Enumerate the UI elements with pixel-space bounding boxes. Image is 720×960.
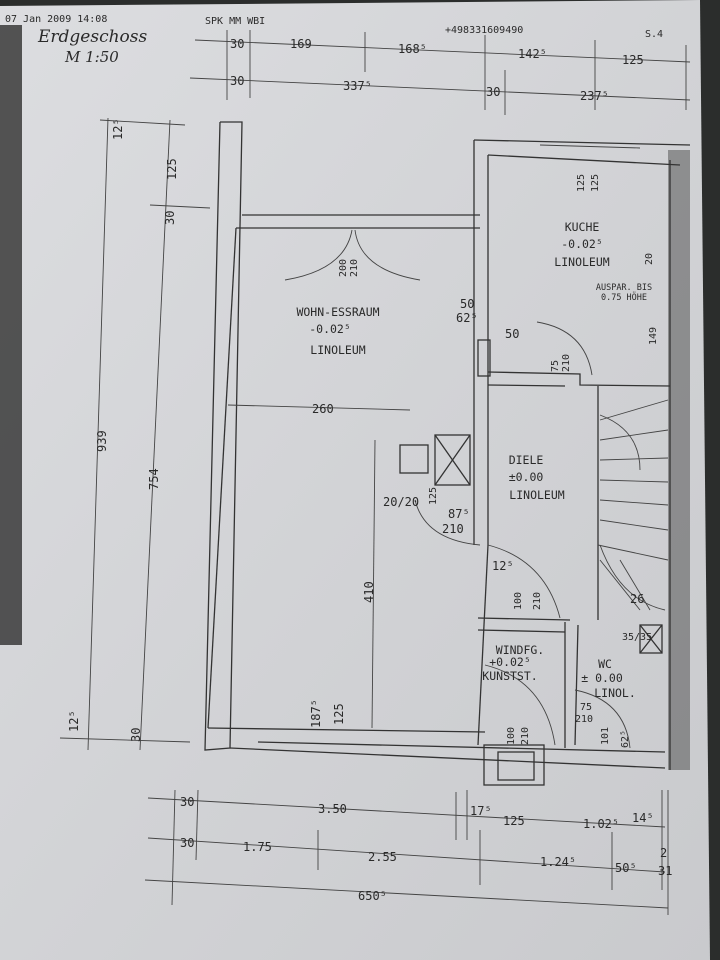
- fax-edge-right: [668, 150, 690, 770]
- dim: 210: [442, 522, 464, 536]
- dim-top-2: 169: [290, 37, 312, 51]
- fax-datetime: 07 Jan 2009 14:08: [5, 14, 107, 25]
- room-floor: LINOLEUM: [509, 488, 564, 502]
- dim: 87⁵: [448, 507, 470, 521]
- dim: 210: [532, 592, 543, 610]
- dim-left-4: 939: [95, 430, 109, 452]
- dim: 75: [550, 360, 561, 372]
- room-windfang: WINDFG. +0.02⁵ KUNSTST.: [482, 643, 544, 683]
- dim: 125: [428, 487, 439, 505]
- dim-bottom-4: 125: [503, 814, 525, 828]
- interior-dimensions: 260 410 187⁵ 125 200 210 50 62⁵ 50 75 21…: [309, 174, 659, 748]
- dim-total-width: 650⁵: [358, 889, 387, 903]
- dim-bottom-2: 3.50: [318, 802, 347, 816]
- dim-bottom-7: 30: [180, 836, 194, 850]
- dim: 62⁵: [620, 730, 631, 748]
- dim: 125: [576, 174, 587, 192]
- top-dimension-lines: [189, 30, 691, 115]
- dim: 20: [644, 253, 655, 265]
- room-floor: KUNSTST.: [482, 669, 537, 683]
- dim-top-1: 30: [230, 37, 244, 51]
- room-wc: WC ± 0.00 LINOL.: [581, 657, 636, 700]
- dim: 125: [590, 174, 601, 192]
- dim-top-9: 237⁵: [580, 89, 609, 103]
- dim: 26: [630, 592, 644, 606]
- room-floor: LINOLEUM: [310, 343, 365, 357]
- dim: 200: [338, 259, 349, 277]
- dim: 149: [648, 327, 659, 345]
- dim: 210: [349, 259, 360, 277]
- room-name: KUCHE: [565, 220, 600, 234]
- room-name: WC: [598, 657, 612, 671]
- floor-title: Erdgeschoss: [37, 27, 148, 47]
- dim: 62⁵: [456, 311, 478, 325]
- left-dimension-lines: [59, 117, 211, 751]
- room-name: DIELE: [509, 453, 544, 467]
- room-wohn-essraum: WOHN-ESSRAUM -0.02⁵ LINOLEUM: [296, 305, 379, 357]
- room-level: -0.02⁵: [309, 322, 351, 336]
- dim: 187⁵: [309, 699, 323, 728]
- walls: [204, 121, 691, 786]
- dim-bottom-11: 50⁵: [615, 861, 637, 875]
- dim: 210: [575, 714, 593, 725]
- fax-phone: +498331609490: [445, 25, 523, 36]
- room-level: +0.02⁵: [489, 655, 531, 669]
- dim-bottom-5: 1.02⁵: [583, 817, 619, 831]
- room-floor: LINOLEUM: [554, 255, 609, 269]
- room-name: WINDFG.: [496, 643, 544, 657]
- room-note: 0.75 HÖHE: [601, 292, 647, 303]
- dim: 100: [513, 592, 524, 610]
- dim: 50: [505, 327, 519, 341]
- dim: 35/35: [622, 632, 652, 643]
- dim-top-8: 30: [486, 85, 500, 99]
- dim-left-5: 754: [147, 468, 161, 490]
- dim-bottom-6: 14⁵: [632, 811, 654, 825]
- dim-top-4: 142⁵: [518, 47, 547, 61]
- dim-top-3: 168⁵: [398, 42, 427, 56]
- dim-left-1: 12⁵: [111, 118, 125, 140]
- dim-bottom-9: 2.55: [368, 850, 397, 864]
- scale-label: M 1:50: [64, 48, 119, 66]
- doors-and-stairs: [227, 144, 669, 749]
- room-diele: DIELE ±0.00 LINOLEUM: [509, 453, 565, 502]
- dim-bottom-1: 30: [180, 795, 194, 809]
- room-name: WOHN-ESSRAUM: [296, 305, 379, 319]
- dim-left-6: 12⁵: [67, 710, 81, 732]
- bottom-dimension-lines: [144, 789, 669, 915]
- dim-top-5: 125: [622, 53, 644, 67]
- dim-bottom-13: 31: [658, 864, 672, 878]
- room-floor: LINOL.: [594, 686, 636, 700]
- dim: 125: [332, 703, 346, 725]
- dim: 210: [561, 354, 572, 372]
- dim-top-6: 30: [230, 74, 244, 88]
- room-kueche: KUCHE -0.02⁵ LINOLEUM AUSPAR. BIS 0.75 H…: [554, 220, 652, 303]
- room-level: ±0.00: [509, 470, 544, 484]
- room-level: ± 0.00: [581, 671, 623, 685]
- dim: 75: [580, 702, 592, 713]
- dim: 20/20: [383, 495, 419, 509]
- dim: 50: [460, 297, 474, 311]
- dim: 260: [312, 402, 334, 416]
- dim: 12⁵: [492, 559, 514, 573]
- dim: 101: [600, 727, 611, 745]
- dim-bottom-10: 1.24⁵: [540, 855, 576, 869]
- room-note: AUSPAR. BIS: [596, 283, 652, 293]
- dim: 100: [506, 727, 517, 745]
- dim-top-7: 337⁵: [343, 79, 372, 93]
- dim: 210: [520, 727, 531, 745]
- dim-bottom-12: 2: [660, 846, 667, 860]
- dim-left-3: 30: [163, 211, 177, 225]
- dim-left-2: 125: [165, 158, 179, 180]
- fax-sender: SPK MM WBI: [205, 16, 265, 27]
- dim-left-7: 30: [129, 728, 143, 742]
- room-level: -0.02⁵: [561, 237, 603, 251]
- fax-edge-left: [0, 25, 22, 645]
- dim: 410: [362, 581, 376, 603]
- page-number: S.4: [645, 29, 663, 40]
- dim-bottom-8: 1.75: [243, 840, 272, 854]
- dim-bottom-3: 17⁵: [470, 804, 492, 818]
